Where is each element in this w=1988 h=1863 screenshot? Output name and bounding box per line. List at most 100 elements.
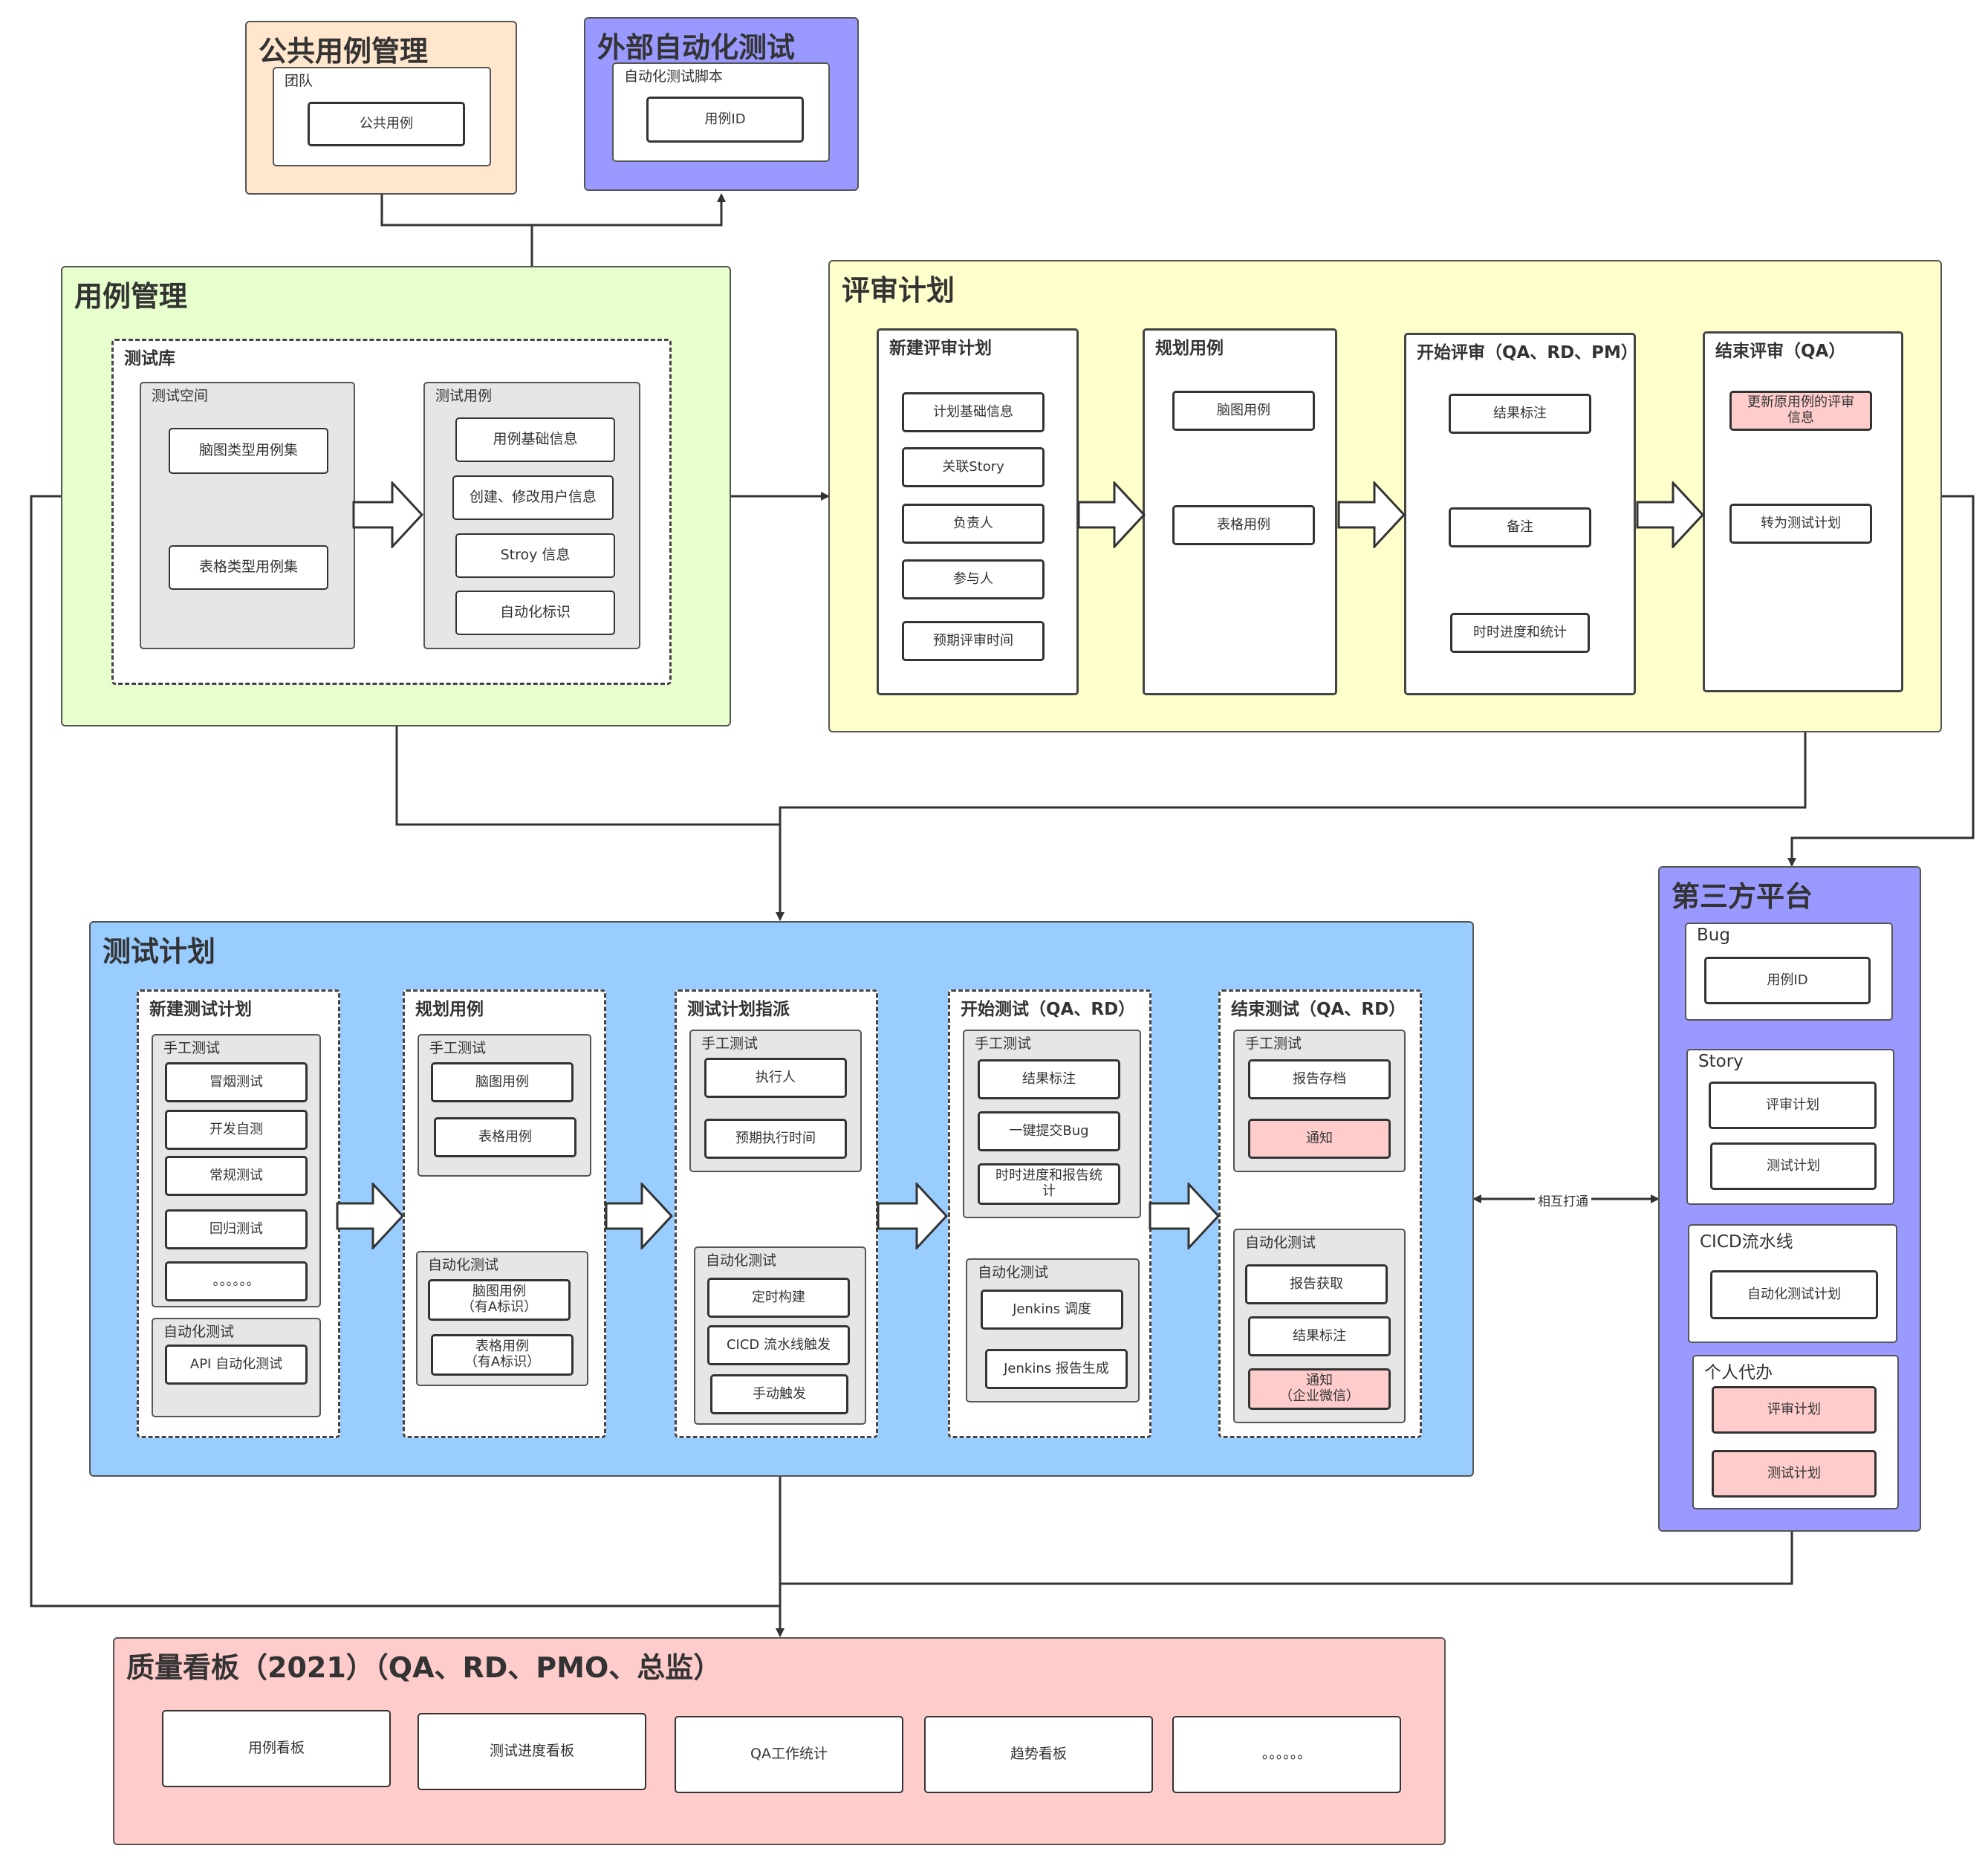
todo-test-plan-item[interactable]: 测试计划 <box>1712 1450 1877 1498</box>
flow-arrow-icon <box>1636 481 1704 548</box>
case-basic-info-item[interactable]: 用例基础信息 <box>455 417 615 462</box>
plan-cases-auto-label: 自动化测试 <box>428 1257 499 1273</box>
case-board-item[interactable]: 用例看板 <box>162 1710 391 1787</box>
wecom-notify-item[interactable]: 通知 （企业微信） <box>1248 1368 1391 1410</box>
scheduled-build-item[interactable]: 定时构建 <box>707 1278 850 1318</box>
story-test-plan-item[interactable]: 测试计划 <box>1710 1142 1877 1190</box>
plan-cases-manual-label: 手工测试 <box>429 1040 487 1056</box>
expected-exec-time-item[interactable]: 预期执行时间 <box>704 1119 847 1159</box>
case-user-info-item[interactable]: 创建、修改用户信息 <box>452 475 614 520</box>
case-story-info-item[interactable]: Stroy 信息 <box>455 533 615 578</box>
test-library-label: 测试库 <box>124 349 175 368</box>
plan-auto-mindmap-item[interactable]: 脑图用例 （有A标识） <box>428 1279 571 1321</box>
flow-arrow-icon <box>1337 481 1406 548</box>
end-review-label: 结束评审（QA） <box>1715 342 1846 361</box>
assign-auto-label: 自动化测试 <box>706 1252 777 1269</box>
more-test-types-item[interactable]: 。。。。。。 <box>165 1261 308 1301</box>
jenkins-report-item[interactable]: Jenkins 报告生成 <box>985 1349 1128 1389</box>
auto-script-label: 自动化测试脚本 <box>624 68 724 85</box>
end-test-label: 结束测试（QA、RD） <box>1231 1000 1406 1019</box>
participant-item[interactable]: 参与人 <box>902 559 1045 599</box>
end-test-manual-label: 手工测试 <box>1245 1035 1302 1052</box>
story-label: Story <box>1698 1052 1744 1071</box>
plan-mindmap-case-item[interactable]: 脑图用例 <box>431 1062 574 1102</box>
more-boards-item[interactable]: 。。。。。。 <box>1172 1716 1401 1793</box>
test-space-box: 测试空间 <box>140 382 355 649</box>
manual-notify-item[interactable]: 通知 <box>1248 1119 1391 1159</box>
test-plan-title: 测试计划 <box>103 935 216 968</box>
cicd-label: CICD流水线 <box>1700 1232 1793 1252</box>
end-test-auto-label: 自动化测试 <box>1245 1235 1316 1251</box>
submit-bug-item[interactable]: 一键提交Bug <box>978 1111 1120 1151</box>
case-mgmt-title: 用例管理 <box>74 280 188 313</box>
case-auto-flag-item[interactable]: 自动化标识 <box>455 591 615 635</box>
public-cases-title: 公共用例管理 <box>259 35 429 68</box>
start-test-manual-label: 手工测试 <box>975 1035 1032 1052</box>
review-table-case-item[interactable]: 表格用例 <box>1172 505 1315 545</box>
review-progress-item[interactable]: 时时进度和统计 <box>1450 613 1590 653</box>
flow-arrow-icon <box>605 1183 673 1249</box>
expected-review-time-item[interactable]: 预期评审时间 <box>902 621 1045 661</box>
wire-third-party-to-board <box>780 1532 1793 1585</box>
third-party-title: 第三方平台 <box>1672 880 1813 913</box>
review-result-mark-item[interactable]: 结果标注 <box>1449 394 1591 434</box>
todo-label: 个人代办 <box>1704 1363 1773 1382</box>
cicd-trigger-item[interactable]: CICD 流水线触发 <box>707 1325 850 1365</box>
regression-test-item[interactable]: 回归测试 <box>165 1209 308 1249</box>
flow-arrow-icon <box>877 1183 948 1249</box>
review-mindmap-case-item[interactable]: 脑图用例 <box>1172 391 1315 431</box>
new-plan-auto-label: 自动化测试 <box>163 1324 235 1340</box>
regular-test-item[interactable]: 常规测试 <box>165 1156 308 1196</box>
bug-label: Bug <box>1697 926 1730 945</box>
assign-label: 测试计划指派 <box>687 1000 790 1019</box>
review-plan-title: 评审计划 <box>842 274 955 307</box>
wire-case-to-test-plan <box>395 726 785 921</box>
manual-trigger-item[interactable]: 手动触发 <box>710 1374 848 1414</box>
team-label: 团队 <box>285 73 314 89</box>
mutual-label: 相互打通 <box>1535 1191 1591 1209</box>
quality-board-title: 质量看板（2021）（QA、RD、PMO、总监） <box>126 1651 722 1684</box>
new-test-plan-label: 新建测试计划 <box>149 1000 252 1019</box>
flow-arrow-icon <box>352 481 423 548</box>
smoke-test-item[interactable]: 冒烟测试 <box>165 1062 308 1102</box>
review-remark-item[interactable]: 备注 <box>1449 507 1591 547</box>
trend-board-item[interactable]: 趋势看板 <box>924 1716 1153 1793</box>
plan-basic-info-item[interactable]: 计划基础信息 <box>902 392 1045 432</box>
jenkins-schedule-item[interactable]: Jenkins 调度 <box>981 1290 1123 1330</box>
new-review-plan-label: 新建评审计划 <box>889 339 992 358</box>
cicd-auto-plan-item[interactable]: 自动化测试计划 <box>1710 1270 1878 1319</box>
executor-item[interactable]: 执行人 <box>704 1058 847 1098</box>
bug-case-id-item[interactable]: 用例ID <box>1704 957 1871 1004</box>
auto-result-mark-item[interactable]: 结果标注 <box>1248 1316 1391 1356</box>
todo-review-plan-item[interactable]: 评审计划 <box>1712 1386 1877 1434</box>
public-case-item[interactable]: 公共用例 <box>308 102 465 146</box>
assign-manual-label: 手工测试 <box>701 1035 759 1052</box>
external-case-id-item[interactable]: 用例ID <box>646 97 804 143</box>
story-review-plan-item[interactable]: 评审计划 <box>1709 1082 1877 1129</box>
test-plan-cases-label: 规划用例 <box>415 1000 484 1019</box>
review-plan-cases-label: 规划用例 <box>1155 339 1224 358</box>
start-review-label: 开始评审（QA、RD、PM） <box>1417 343 1638 362</box>
update-review-info-item[interactable]: 更新原用例的评审 信息 <box>1729 391 1872 431</box>
progress-board-item[interactable]: 测试进度看板 <box>418 1713 646 1790</box>
flow-arrow-icon <box>1077 481 1146 548</box>
plan-table-case-item[interactable]: 表格用例 <box>434 1117 576 1157</box>
table-set-item[interactable]: 表格类型用例集 <box>169 545 328 590</box>
qa-stats-board-item[interactable]: QA工作统计 <box>675 1716 903 1793</box>
test-cases-label: 测试用例 <box>435 388 493 404</box>
plan-auto-table-item[interactable]: 表格用例 （有A标识） <box>431 1334 574 1376</box>
convert-to-test-plan-item[interactable]: 转为测试计划 <box>1729 504 1872 544</box>
test-result-mark-item[interactable]: 结果标注 <box>978 1059 1120 1099</box>
flow-arrow-icon <box>336 1183 404 1249</box>
new-plan-manual-label: 手工测试 <box>163 1040 221 1056</box>
test-progress-report-item[interactable]: 时时进度和报告统 计 <box>978 1163 1120 1205</box>
test-space-label: 测试空间 <box>152 388 209 404</box>
linked-story-item[interactable]: 关联Story <box>902 447 1045 487</box>
mindmap-set-item[interactable]: 脑图类型用例集 <box>169 428 328 474</box>
external-auto-title: 外部自动化测试 <box>597 31 796 64</box>
api-auto-test-item[interactable]: API 自动化测试 <box>165 1345 308 1385</box>
owner-item[interactable]: 负责人 <box>902 504 1045 544</box>
report-fetch-item[interactable]: 报告获取 <box>1245 1264 1388 1304</box>
dev-self-test-item[interactable]: 开发自测 <box>165 1110 308 1150</box>
report-archive-item[interactable]: 报告存档 <box>1248 1059 1391 1099</box>
